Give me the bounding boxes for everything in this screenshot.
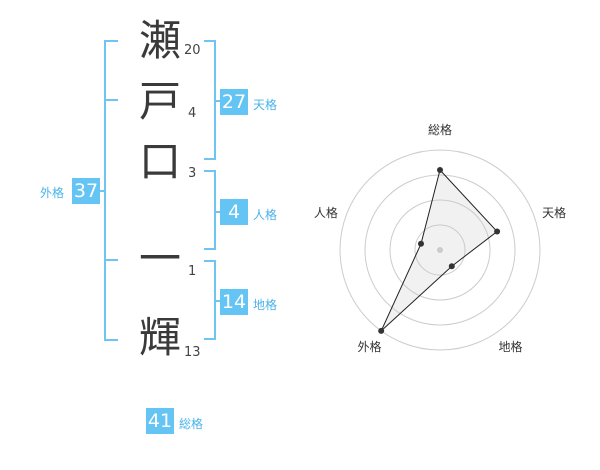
soukaku-label: 総格 <box>179 417 204 431</box>
name-char-5: 輝 <box>138 313 181 362</box>
radar-point-3 <box>448 263 455 270</box>
jinkaku-label: 人格 <box>253 208 278 222</box>
radar-point-5 <box>418 240 424 247</box>
name-char-2: 戸 <box>138 77 181 126</box>
name-char-3: 口 <box>138 137 181 186</box>
radar-ring-2 <box>389 199 491 301</box>
stroke-count-4: 1 <box>188 264 197 279</box>
tenkaku-bracket-top <box>204 40 216 42</box>
radar-axis-label-1: 総格 <box>428 122 452 137</box>
radar-ring-4 <box>339 149 541 351</box>
gaikaku-badge: 37 <box>72 178 100 204</box>
chikaku-label: 地格 <box>253 298 278 312</box>
chikaku-badge: 14 <box>220 289 248 315</box>
stroke-count-1: 20 <box>184 43 201 58</box>
chikaku-bracket-connector <box>214 300 222 302</box>
radar-point-2 <box>494 228 501 235</box>
tenkaku-bracket-bottom <box>204 158 216 160</box>
outer-bracket-mid <box>104 99 118 101</box>
radar-ring-1 <box>414 224 466 276</box>
radar-axis-label-3: 地格 <box>498 339 522 354</box>
radar-point-4 <box>378 327 385 334</box>
radar-point-1 <box>437 167 443 173</box>
outer-bracket-connector <box>98 190 106 192</box>
jinkaku-bracket-bottom <box>204 248 216 250</box>
jinkaku-bracket-top <box>204 170 216 172</box>
radar-axis-label-2: 天格 <box>542 205 566 220</box>
name-char-4: 一 <box>138 234 181 283</box>
radar-axis-label-5: 人格 <box>314 205 338 220</box>
radar-axis-label-4: 外格 <box>357 339 381 354</box>
outer-bracket-top <box>104 40 118 42</box>
tenkaku-bracket-connector <box>214 100 222 102</box>
radar-ring-3 <box>364 174 516 326</box>
jinkaku-bracket-connector <box>214 211 222 213</box>
tenkaku-label: 天格 <box>253 98 278 112</box>
jinkaku-badge: 4 <box>220 199 248 225</box>
chikaku-bracket-top <box>204 260 216 262</box>
gaikaku-label: 外格 <box>40 186 65 200</box>
jinkaku-bracket-vertical <box>214 170 216 250</box>
soukaku-badge: 41 <box>146 408 174 434</box>
tenkaku-badge: 27 <box>220 89 248 115</box>
stroke-count-3: 3 <box>188 166 197 181</box>
stroke-count-5: 13 <box>184 345 201 360</box>
outer-bracket-bottom <box>104 339 118 341</box>
outer-bracket-lower <box>104 259 118 261</box>
radar-data-polygon <box>380 168 498 332</box>
radar-center-dot <box>437 247 443 253</box>
chikaku-bracket-bottom <box>204 338 216 340</box>
stroke-count-2: 4 <box>188 106 197 121</box>
name-char-1: 瀬 <box>138 16 181 65</box>
